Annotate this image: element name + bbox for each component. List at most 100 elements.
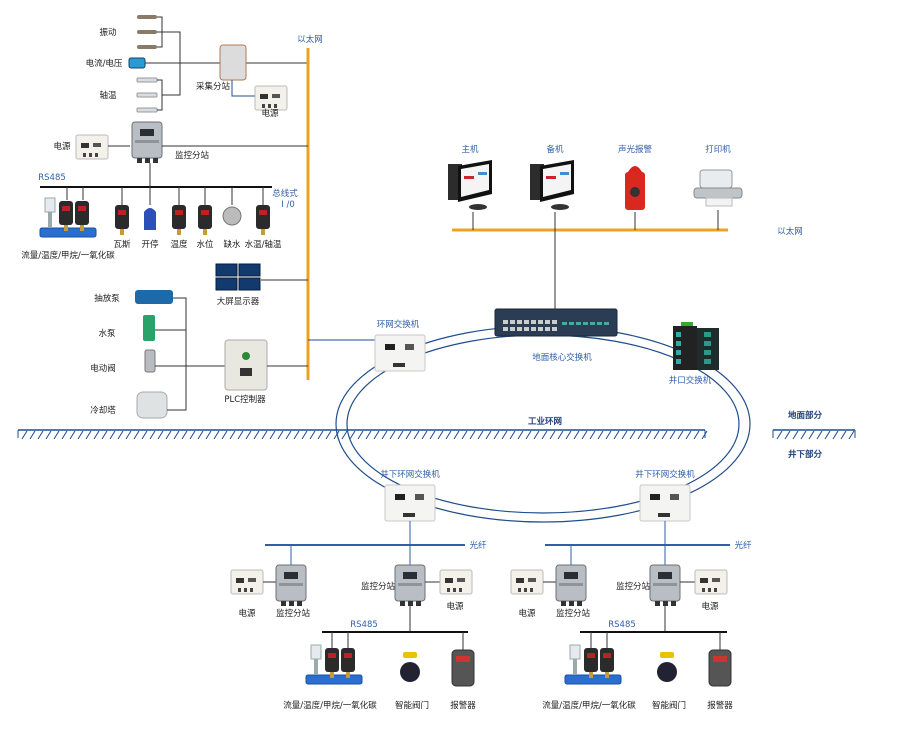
switch-port-icon <box>393 363 405 367</box>
ground-hatch <box>669 430 676 440</box>
power-button-icon <box>459 588 462 592</box>
power-label: 电源 <box>518 608 536 619</box>
power-button-icon <box>95 153 98 157</box>
sensor-probe-icon <box>605 672 609 678</box>
ground-hatch <box>469 430 476 440</box>
current-voltage-sensor-icon <box>128 57 146 69</box>
electric-valve-icon <box>144 349 156 373</box>
plc-device-label: 水泵 <box>98 328 116 339</box>
sensor-display-icon <box>175 210 183 215</box>
power-display-icon <box>516 578 524 583</box>
ground-hatch <box>85 430 92 440</box>
switch-sensor-icon <box>144 208 156 230</box>
flowmeter-stem-icon <box>573 659 577 675</box>
control-room-ethernet-label: 以太网 <box>777 226 803 237</box>
station-band-icon <box>135 140 159 143</box>
switch-port-icon <box>517 320 522 324</box>
flowmeter-icon <box>310 644 322 660</box>
ground-hatch <box>800 430 807 440</box>
control-room-device-label: 备机 <box>546 144 564 155</box>
power-display-icon <box>457 578 465 582</box>
plc-device-label: 冷却塔 <box>90 405 116 416</box>
monitor-station-label: 监控分站 <box>276 608 311 619</box>
station-display-icon <box>284 572 298 579</box>
connection-line <box>167 297 187 411</box>
ground-hatch <box>301 430 308 440</box>
ground-hatch <box>589 430 596 440</box>
switch-port-icon <box>545 327 550 331</box>
plc-device-label: 电动阀 <box>90 363 116 374</box>
switch-port-icon <box>545 320 550 324</box>
ground-hatch <box>557 430 564 440</box>
core-switch-label: 地面核心交换机 <box>532 352 592 363</box>
switch-port-icon <box>676 350 681 355</box>
ground-hatch <box>117 430 124 440</box>
above-ground-label: 地面部分 <box>788 410 823 421</box>
collector-station-icon <box>219 44 247 81</box>
alarm-speaker-icon <box>630 187 640 197</box>
plc-controller-label: PLC控制器 <box>224 394 266 405</box>
ground-hatch <box>477 430 484 440</box>
ground-hatch <box>621 430 628 440</box>
ground-hatch <box>792 430 799 440</box>
power-button-icon <box>244 588 247 592</box>
ground-hatch <box>293 430 300 440</box>
monitor-power-label: 电源 <box>53 141 71 152</box>
ground-hatch <box>245 430 252 440</box>
ground-hatch <box>213 430 220 440</box>
sensor-display-icon <box>62 206 70 211</box>
large-display-label: 大屏显示器 <box>217 296 260 307</box>
sensor-icon <box>341 648 355 672</box>
control-room-device-label: 打印机 <box>705 144 731 155</box>
ground-hatch <box>565 430 572 440</box>
power-button-icon <box>518 588 521 592</box>
switch-port-icon <box>403 513 415 517</box>
ground-hatch <box>784 430 791 440</box>
ground-hatch <box>261 430 268 440</box>
cable-gland-icon <box>655 601 660 606</box>
sensor-display-icon <box>587 653 595 658</box>
ground-hatch <box>653 430 660 440</box>
power-button-icon <box>274 104 277 108</box>
display-panel-icon <box>215 277 238 291</box>
ground-hatch <box>149 430 156 440</box>
flow-group-label: 流量/温度/甲烷/一氧化碳 <box>21 250 115 261</box>
ground-hatch <box>437 430 444 440</box>
ground-hatch <box>341 430 348 440</box>
cable-gland-icon <box>577 601 582 606</box>
ground-hatch <box>141 430 148 440</box>
plc-device-label: 抽放泵 <box>94 293 120 304</box>
connection-line <box>157 79 163 111</box>
switch-port-icon <box>597 322 602 325</box>
station-band-icon <box>653 583 677 586</box>
power-label: 电源 <box>701 601 719 612</box>
switch-port-icon <box>552 327 557 331</box>
switch-window-icon <box>670 494 679 500</box>
ground-hatch <box>309 430 316 440</box>
smart-valve-actuator-icon <box>660 652 674 658</box>
water-pump-icon <box>143 315 155 341</box>
display-panel-icon <box>215 263 238 277</box>
device-label: 瓦斯 <box>113 239 131 250</box>
ground-hatch <box>21 430 28 440</box>
monitor-stand-icon <box>469 204 487 210</box>
power-button-icon <box>453 588 456 592</box>
display-panel-icon <box>238 277 261 291</box>
power-button-icon <box>530 588 533 592</box>
sensor-display-icon <box>344 653 352 658</box>
station-display-icon <box>140 129 154 136</box>
ground-hatch <box>205 430 212 440</box>
ground-hatch <box>357 430 364 440</box>
ground-hatch <box>485 430 492 440</box>
power-display-icon <box>272 94 280 98</box>
power-button-icon <box>708 588 711 592</box>
vibration-sensor-icon <box>137 30 157 34</box>
sensor-display-icon <box>603 653 611 658</box>
cable-gland-icon <box>400 601 405 606</box>
smart-valve-icon <box>400 662 420 682</box>
ground-hatch <box>277 430 284 440</box>
ground-hatch <box>173 430 180 440</box>
switch-window-icon <box>415 494 424 500</box>
ground-hatch <box>317 430 324 440</box>
